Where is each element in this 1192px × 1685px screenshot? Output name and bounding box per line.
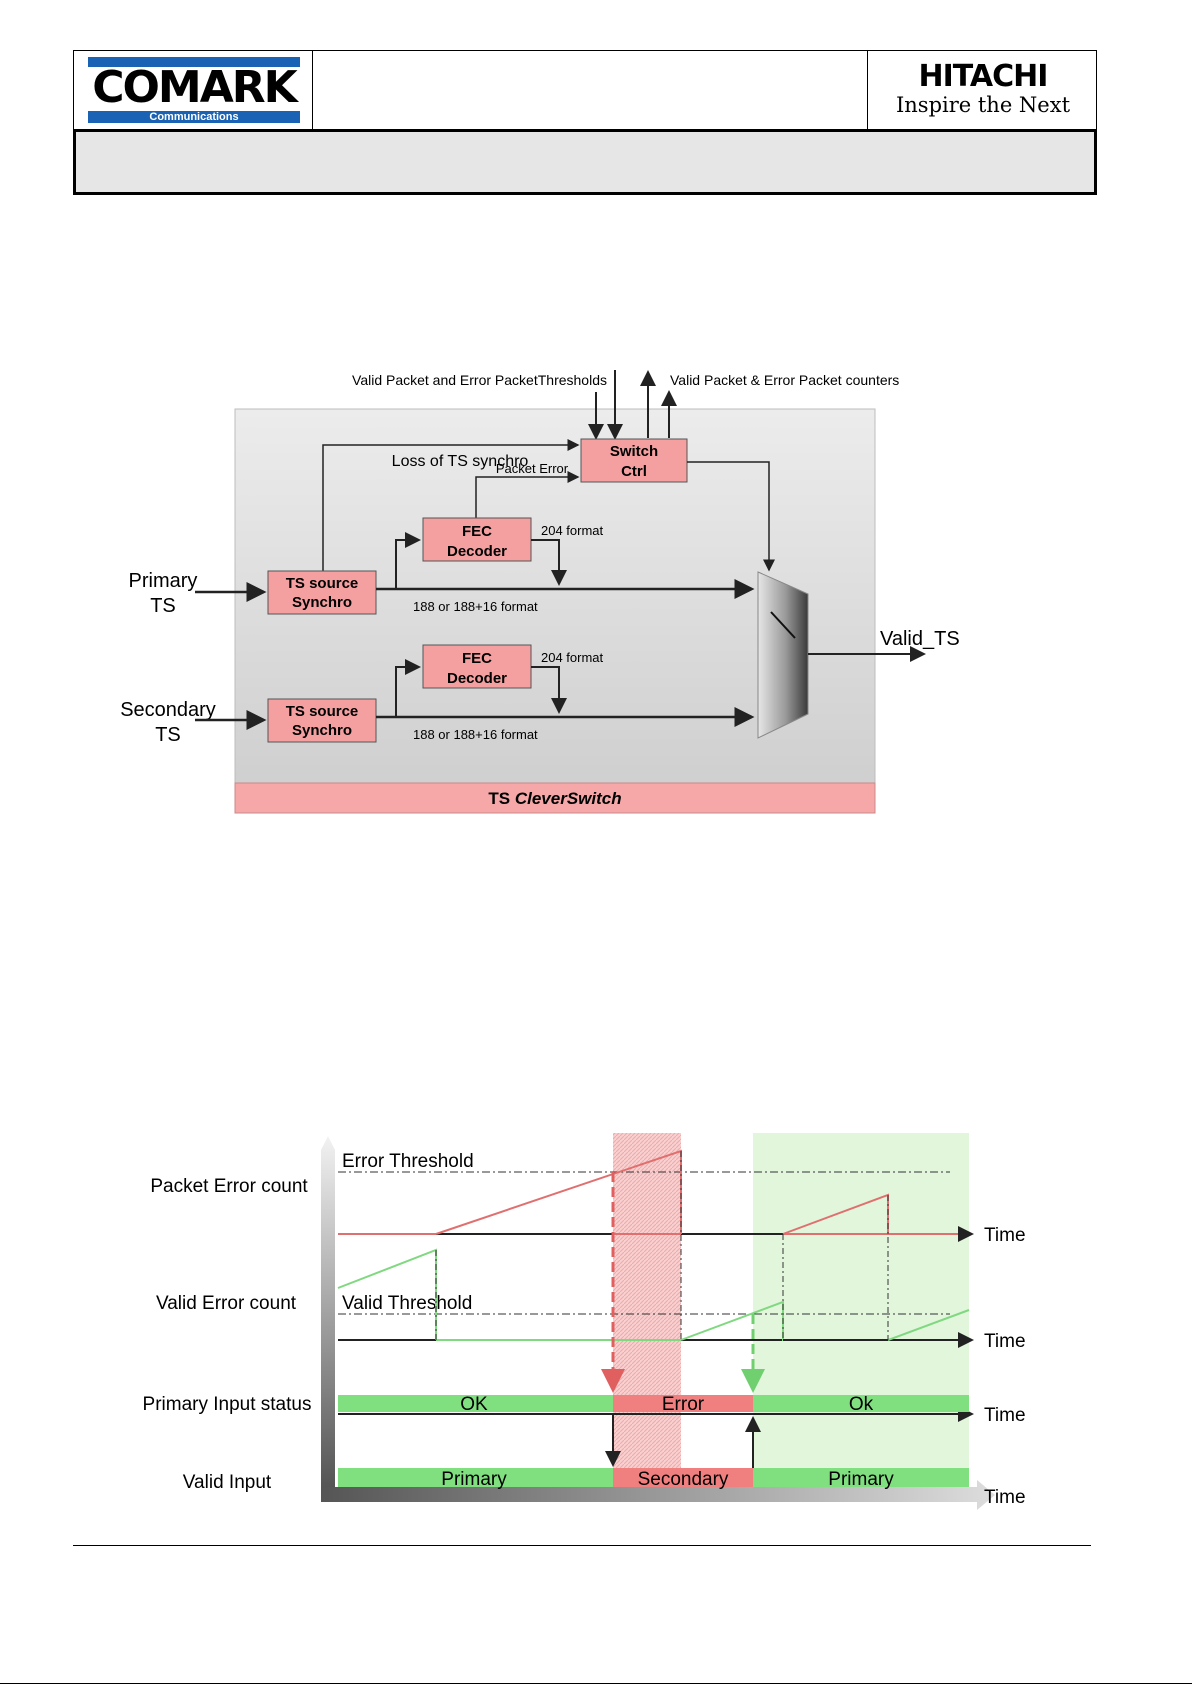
error-zone <box>613 1133 681 1488</box>
cleverswitch-timing-diagram: Packet Error count Valid Error count Pri… <box>143 1133 1026 1510</box>
time-label-1: Time <box>984 1225 1026 1246</box>
svg-text:Synchro: Synchro <box>292 722 352 739</box>
ok-zone <box>753 1133 969 1488</box>
format-204-secondary: 204 format <box>541 650 604 665</box>
switch-ctrl-label-2: Ctrl <box>621 463 647 480</box>
comark-logo: COMARK Communications <box>88 57 300 123</box>
valid-threshold-label: Valid Threshold <box>342 1293 472 1314</box>
fec-decoder-secondary <box>422 644 532 689</box>
status-ok-segment-1 <box>338 1395 613 1412</box>
valid-ts-output-label: Valid_TS <box>880 628 960 650</box>
horizontal-axis <box>321 1480 995 1510</box>
input-primary-2: Primary <box>828 1469 894 1490</box>
input-secondary-segment <box>613 1468 753 1487</box>
hitachi-wordmark: HITACHI <box>918 59 1049 94</box>
primary-ts-label-2: TS <box>150 595 176 617</box>
cleverswitch-footer-label: TS CleverSwitch <box>488 789 621 808</box>
status-ok-1: OK <box>460 1394 488 1415</box>
loss-of-synchro-label: Loss of TS synchro <box>392 453 529 470</box>
svg-text:FEC: FEC <box>462 650 492 667</box>
fec-decoder-primary <box>422 517 532 562</box>
ts-cleverswitch-block-diagram: TS CleverSwitch Valid Packet and Error P… <box>120 370 960 814</box>
input-secondary: Secondary <box>638 1469 729 1490</box>
status-ok-segment-2 <box>753 1395 969 1412</box>
svg-text:Decoder: Decoder <box>447 670 507 687</box>
secondary-ts-label-2: TS <box>155 724 181 746</box>
multiplexer <box>757 571 809 739</box>
header-middle-cell <box>312 50 868 130</box>
ts-source-synchro-secondary <box>267 698 377 743</box>
comark-wordmark: COMARK <box>92 62 298 113</box>
primary-ts-label-1: Primary <box>129 570 198 592</box>
svg-text:Decoder: Decoder <box>447 543 507 560</box>
comark-logo-cell: COMARK Communications <box>73 50 313 130</box>
format-188-secondary: 188 or 188+16 format <box>413 727 538 742</box>
ts-source-synchro-primary <box>267 570 377 615</box>
time-label-4: Time <box>984 1487 1026 1508</box>
svg-text:TS source: TS source <box>286 575 359 592</box>
status-ok-2: Ok <box>849 1394 874 1415</box>
error-threshold-label: Error Threshold <box>342 1151 474 1172</box>
input-primary-segment-1 <box>338 1468 613 1487</box>
input-primary-segment-2 <box>753 1468 969 1487</box>
svg-text:TS source: TS source <box>286 703 359 720</box>
counters-label: Valid Packet & Error Packet counters <box>670 372 899 388</box>
cleverswitch-footer-bar <box>234 782 876 814</box>
hitachi-tagline: Inspire the Next <box>895 93 1071 117</box>
format-204-primary: 204 format <box>541 523 604 538</box>
hitachi-logo-cell: HITACHI Inspire the Next <box>867 50 1097 130</box>
vertical-axis <box>321 1136 335 1487</box>
valid-input-label: Valid Input <box>183 1472 272 1493</box>
switch-ctrl-label-1: Switch <box>610 443 658 460</box>
switch-ctrl-block <box>580 438 688 483</box>
svg-text:FEC: FEC <box>462 523 492 540</box>
thresholds-label: Valid Packet and Error PacketThresholds <box>352 372 607 388</box>
primary-input-status-label: Primary Input status <box>143 1394 312 1415</box>
page-bottom-rule <box>0 1683 1192 1684</box>
footer-rule <box>73 1545 1091 1546</box>
time-label-2: Time <box>984 1331 1026 1352</box>
format-188-primary: 188 or 188+16 format <box>413 599 538 614</box>
time-label-3: Time <box>984 1405 1026 1426</box>
secondary-ts-label-1: Secondary <box>120 699 216 721</box>
status-error-segment <box>613 1395 753 1412</box>
packet-error-count-label: Packet Error count <box>150 1176 308 1197</box>
document-header: COMARK Communications HITACHI Inspire th… <box>73 50 1097 195</box>
header-title-bar <box>73 129 1097 195</box>
hitachi-logo: HITACHI Inspire the Next <box>868 59 1098 118</box>
status-error: Error <box>662 1394 705 1415</box>
input-primary-1: Primary <box>441 1469 507 1490</box>
valid-error-count-label: Valid Error count <box>156 1293 297 1314</box>
comark-subtitle: Communications <box>88 111 300 123</box>
packet-error-label: Packet Error <box>496 461 569 476</box>
svg-text:Synchro: Synchro <box>292 594 352 611</box>
